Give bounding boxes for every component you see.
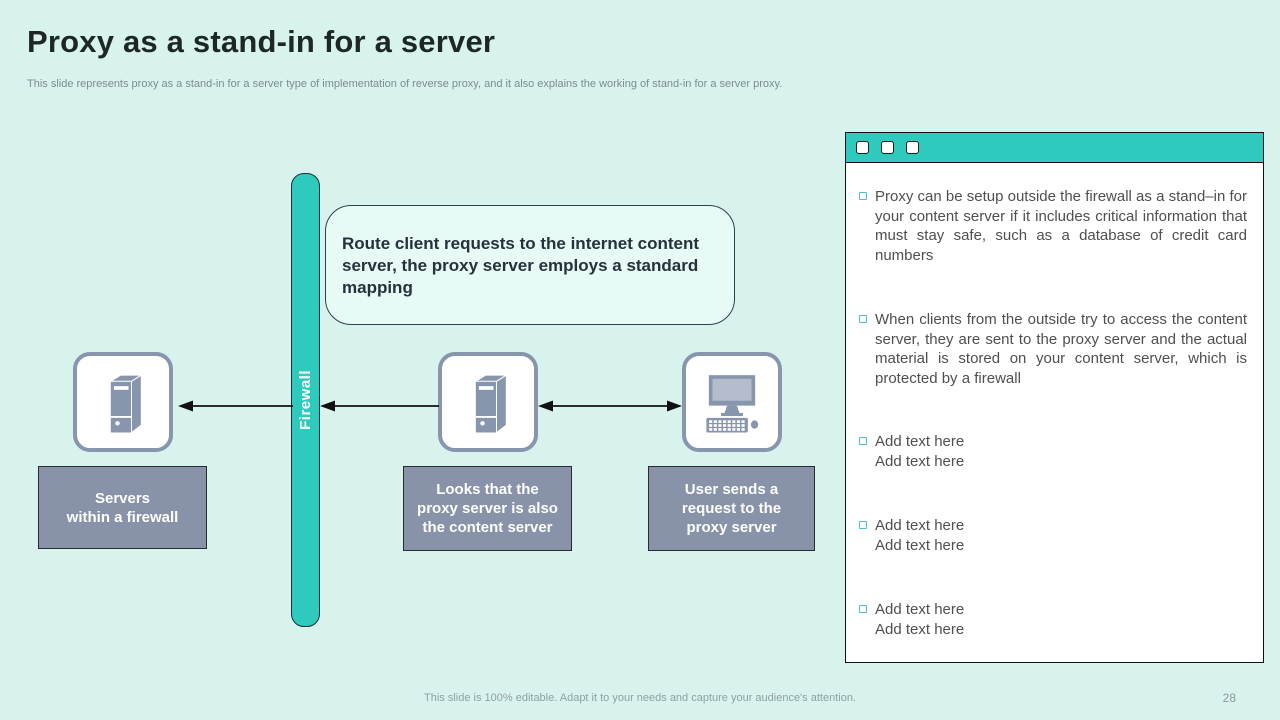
arrow-left-icon bbox=[178, 400, 293, 412]
list-item: When clients from the outside try to acc… bbox=[859, 310, 1247, 388]
server-icon bbox=[474, 374, 508, 434]
node-label-text: Servers within a firewall bbox=[66, 489, 179, 526]
list-item: Add text here Add text here bbox=[859, 600, 1247, 639]
panel-titlebar bbox=[846, 133, 1263, 163]
list-item: Add text here Add text here bbox=[859, 432, 1247, 471]
user-computer-card bbox=[682, 352, 782, 452]
window-button-icon bbox=[906, 141, 919, 154]
content-server-card bbox=[73, 352, 173, 452]
node-label-servers: Servers within a firewall bbox=[38, 466, 207, 549]
firewall-label: Firewall bbox=[297, 370, 314, 430]
page-title: Proxy as a stand-in for a server bbox=[27, 24, 496, 59]
window-button-icon bbox=[856, 141, 869, 154]
bullet-text: Add text here Add text here bbox=[875, 517, 965, 554]
proxy-server-card bbox=[438, 352, 538, 452]
page-number: 28 bbox=[1222, 691, 1236, 705]
arrow-left-icon bbox=[320, 400, 439, 412]
bullet-square-icon bbox=[859, 437, 867, 445]
footer-note: This slide is 100% editable. Adapt it to… bbox=[424, 692, 856, 704]
bullet-text: Proxy can be setup outside the firewall … bbox=[875, 188, 1247, 264]
bullet-square-icon bbox=[859, 605, 867, 613]
bullet-square-icon bbox=[859, 192, 867, 200]
callout-text: Route client requests to the internet co… bbox=[342, 234, 700, 297]
firewall-bar: Firewall bbox=[291, 173, 320, 627]
node-label-text: User sends a request to the proxy server bbox=[681, 481, 782, 536]
arrow-double-icon bbox=[538, 400, 682, 412]
page-subtitle: This slide represents proxy as a stand-i… bbox=[27, 78, 783, 90]
computer-icon bbox=[706, 375, 759, 433]
bullet-text: Add text here Add text here bbox=[875, 433, 965, 470]
list-item: Proxy can be setup outside the firewall … bbox=[859, 187, 1247, 265]
bullet-text: When clients from the outside try to acc… bbox=[875, 311, 1247, 387]
bullet-square-icon bbox=[859, 521, 867, 529]
info-panel: Proxy can be setup outside the firewall … bbox=[845, 132, 1264, 663]
server-icon bbox=[109, 374, 143, 434]
list-item: Add text here Add text here bbox=[859, 516, 1247, 555]
node-label-user: User sends a request to the proxy server bbox=[648, 466, 815, 551]
node-label-proxy: Looks that the proxy server is also the … bbox=[403, 466, 572, 551]
callout-bubble: Route client requests to the internet co… bbox=[325, 205, 735, 325]
window-button-icon bbox=[881, 141, 894, 154]
bullet-square-icon bbox=[859, 315, 867, 323]
bullet-text: Add text here Add text here bbox=[875, 601, 965, 638]
node-label-text: Looks that the proxy server is also the … bbox=[417, 481, 558, 536]
